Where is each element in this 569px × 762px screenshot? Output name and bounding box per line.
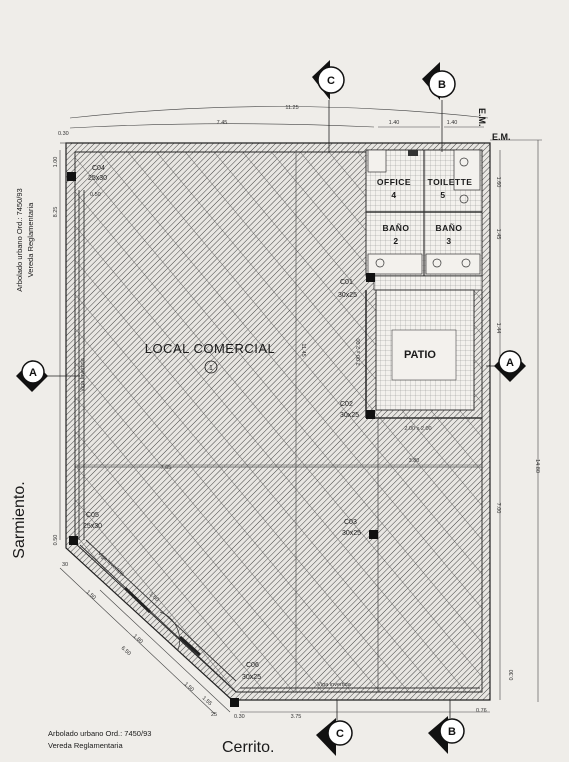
section-marker-a-right: A: [486, 350, 526, 382]
dim-right-4: 7.00: [495, 503, 501, 514]
section-marker-b-top: B: [422, 62, 456, 152]
column-c02: [366, 410, 375, 419]
dim-diag-4: 6.50: [120, 645, 132, 657]
street-label-cerrito: Cerrito.: [222, 739, 274, 756]
column-size-c02: 30x25: [340, 412, 359, 419]
dim-top-right: 1.40: [447, 120, 458, 126]
dim-right-3: 1.44: [495, 323, 501, 334]
room-number-bano-3: 3: [446, 236, 451, 246]
dim-top-wall: 0.30: [58, 131, 69, 137]
note-bottom-arbolado: Arbolado urbano Ord.: 7450/93: [48, 729, 151, 738]
column-label-c02: C02: [340, 401, 353, 408]
column-size-c04: 25x30: [88, 175, 107, 182]
column-c03: [369, 530, 378, 539]
section-marker-a-left: A: [16, 360, 80, 392]
room-label-patio: PATIO: [404, 349, 436, 361]
room-number-office: 4: [391, 190, 396, 200]
section-label-c-bottom: C: [336, 728, 344, 740]
column-size-c05: 25x30: [83, 523, 102, 530]
room-label-office: OFFICE: [377, 177, 411, 187]
patio-dimension-horizontal: 2.00 x 2.00: [404, 426, 431, 432]
column-label-c05: C05: [86, 512, 99, 519]
dim-diag-6: 30: [62, 562, 68, 568]
dimension-lines: [59, 106, 542, 715]
section-marker-c-bottom: C: [316, 700, 353, 756]
dim-top-mid: 1.40: [389, 120, 400, 126]
note-bottom-vereda: Vereda Reglamentaria: [48, 741, 123, 750]
dim-right-2: 1.45: [495, 229, 501, 240]
street-label-sarmiento: Sarmiento.: [11, 481, 28, 558]
section-label-c-top: C: [327, 75, 335, 87]
column-c05: [69, 536, 78, 545]
section-marker-b-bottom: B: [428, 700, 465, 754]
note-side-vereda: Vereda Reglamentaria: [26, 202, 35, 277]
beam-label-bottom: Viga Invertida: [317, 682, 351, 688]
room-label-bano-2: BAÑO: [382, 223, 409, 233]
dim-right-total: 14.80: [534, 459, 540, 473]
dim-left-mid: 8.25: [53, 207, 59, 218]
section-marker-c-top: C: [312, 60, 345, 152]
em-label-top: E.M.: [477, 108, 487, 127]
column-c04: [67, 172, 76, 181]
column-label-c06: C06: [246, 662, 259, 669]
dim-top-total: 11.25: [285, 105, 298, 111]
dim-diag-2: 1.80: [132, 633, 144, 645]
room-label-local: LOCAL COMERCIAL: [145, 341, 276, 356]
room-number-local: 1: [209, 365, 213, 372]
section-label-b-top: B: [438, 79, 446, 91]
note-side-arbolado: Arbolado urbano Ord.: 7450/93: [15, 188, 24, 291]
dim-left-top: 1.00: [53, 157, 59, 168]
room-label-bano-3: BAÑO: [435, 223, 462, 233]
dim-diag-7: 25: [211, 712, 217, 718]
column-label-c01: C01: [340, 279, 353, 286]
beam-label-left: Viga Invertida: [80, 357, 86, 391]
section-label-b-bottom: B: [448, 726, 456, 738]
dim-mid-right: 3.80: [409, 458, 420, 464]
dim-center-vertical: 11.45: [300, 343, 306, 356]
section-label-a-right: A: [506, 357, 514, 369]
dim-mid-left: 7.65: [161, 465, 172, 471]
room-label-toilette: TOILETTE: [428, 177, 473, 187]
dim-diag-8: 1.60: [148, 591, 160, 603]
dim-right-1: 1.60: [495, 177, 501, 188]
dim-bottom-3: 0.76: [476, 708, 487, 714]
em-label-right: E.M.: [492, 132, 511, 142]
dim-diag-1: 1.50: [85, 589, 97, 601]
column-c01: [366, 273, 375, 282]
column-size-c06: 30x25: [242, 674, 261, 681]
dim-diag-5: 1.55: [201, 695, 213, 707]
column-label-c04: C04: [92, 165, 105, 172]
patio-dimension-vertical: 2.00 x 2.00: [356, 338, 362, 365]
room-number-bano-2: 2: [393, 236, 398, 246]
dim-bottom-2: 3.75: [291, 714, 302, 720]
dim-diag-3: 1.50: [183, 681, 195, 693]
column-c06: [230, 698, 239, 707]
dim-bottom-1: 0.30: [234, 714, 245, 720]
room-number-toilette: 5: [440, 190, 445, 200]
dim-left-wall: 0.50: [90, 192, 101, 198]
dim-right-bottom: 0.30: [509, 670, 515, 681]
dim-top-left: 7.45: [217, 120, 228, 126]
column-size-c03: 30x25: [342, 530, 361, 537]
column-size-c01: 30x25: [338, 292, 357, 299]
section-label-a-left: A: [29, 367, 37, 379]
dim-left-lower: 0.50: [53, 535, 59, 546]
column-label-c03: C03: [344, 519, 357, 526]
